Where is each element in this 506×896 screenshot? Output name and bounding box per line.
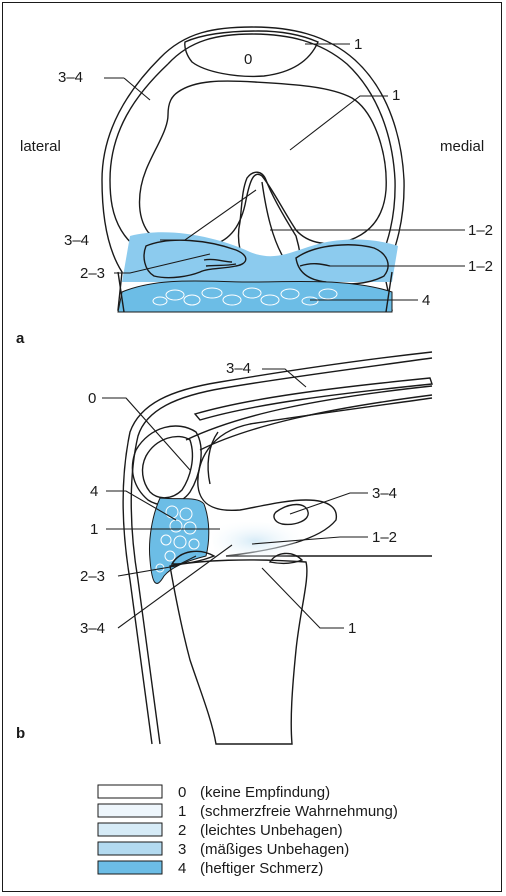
label-a-medial-meniscus: 1–2	[468, 258, 493, 275]
fat-pad-b	[149, 498, 208, 583]
label-a-lateral-meniscus: 2–3	[80, 265, 105, 282]
label-a-cruciate: 1–2	[468, 222, 493, 239]
label-b-tendon: 3–4	[226, 360, 251, 377]
capsule-inner	[168, 34, 395, 266]
label-b-ant-meniscus: 2–3	[80, 568, 105, 585]
tibia-b	[170, 560, 307, 744]
legend-swatch-3	[98, 842, 162, 855]
panel-b-leaders	[102, 369, 368, 628]
legend-key-3: 3	[178, 841, 186, 858]
legend-text-1: (schmerzfreie Wahrnehmung)	[200, 803, 398, 820]
femur-condyles	[140, 81, 387, 247]
label-a-patella-center: 0	[244, 51, 252, 68]
legend-text-0: (keine Empfindung)	[200, 784, 330, 801]
label-b-notch: 1	[90, 521, 98, 538]
label-b-cruciate: 1–2	[372, 529, 397, 546]
legend-text-4: (heftiger Schmerz)	[200, 860, 323, 877]
legend-swatch-1	[98, 804, 162, 817]
legend-swatch-2	[98, 823, 162, 836]
label-a-notch: 3–4	[64, 232, 89, 249]
label-b-lower-ant: 3–4	[80, 620, 105, 637]
label-a-femur-medial: 1	[392, 87, 400, 104]
label-b-fat-pad: 4	[90, 483, 98, 500]
legend-text-2: (leichtes Unbehagen)	[200, 822, 343, 839]
label-lateral: lateral	[20, 138, 61, 155]
panel-letter-a: a	[16, 330, 25, 347]
label-a-patella-rim: 1	[354, 36, 362, 53]
label-medial: medial	[440, 138, 484, 155]
fat-pad-a	[118, 281, 392, 312]
legend-key-0: 0	[178, 784, 186, 801]
label-b-patella: 0	[88, 390, 96, 407]
label-a-fat-pad: 4	[422, 292, 430, 309]
legend-key-2: 2	[178, 822, 186, 839]
legend: 0 (keine Empfindung) 1 (schmerzfreie Wahrne…	[98, 784, 398, 877]
legend-key-4: 4	[178, 860, 186, 877]
legend-swatch-0	[98, 785, 162, 798]
label-b-post-recess: 3–4	[372, 485, 397, 502]
legend-text-3: (mäßiges Unbehagen)	[200, 841, 349, 858]
legend-key-1: 1	[178, 803, 186, 820]
panel-letter-b: b	[16, 725, 25, 742]
panel-b-diagram	[123, 352, 432, 744]
post-recess	[274, 505, 308, 525]
label-b-tibia: 1	[348, 620, 356, 637]
label-a-capsule: 3–4	[58, 69, 83, 86]
legend-swatch-4	[98, 861, 162, 874]
